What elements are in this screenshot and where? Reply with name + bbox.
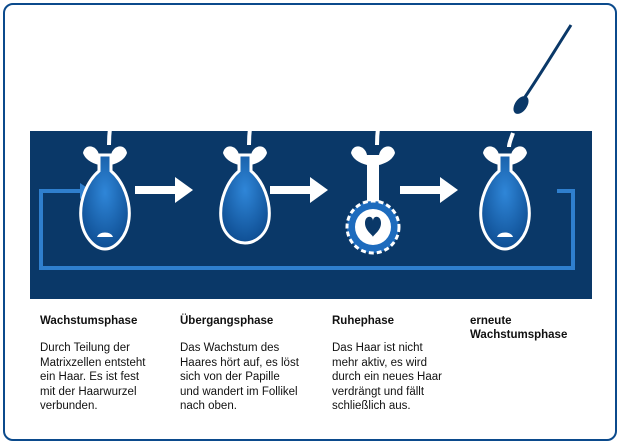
hair-follicle-transition — [219, 44, 277, 245]
arrow-1 — [135, 177, 193, 203]
phase-resting: Ruhephase Das Haar ist nicht mehr aktiv,… — [332, 314, 472, 414]
hair-follicle-new-growth — [479, 132, 531, 251]
phase-description: Durch Teilung der Matrixzellen entsteht … — [40, 342, 146, 412]
hair-cycle-illustration — [30, 24, 592, 299]
phase-description: Das Haar ist nicht mehr aktiv, es wird d… — [332, 342, 442, 412]
phase-title: Wachstumsphase — [40, 315, 138, 327]
cycle-loop — [39, 189, 575, 270]
phase-transition: Übergangsphase Das Wachstum des Haares h… — [180, 314, 320, 414]
phase-growth: Wachstumsphase Durch Teilung der Matrixz… — [40, 314, 180, 414]
phase-new-growth: erneute Wachstumsphase — [470, 314, 610, 355]
arrow-3 — [400, 177, 458, 203]
diagram-frame: Wachstumsphase Durch Teilung der Matrixz… — [3, 3, 617, 441]
hair-follicle-growth — [79, 44, 137, 251]
arrow-2 — [270, 177, 328, 203]
phase-title: Übergangsphase — [180, 315, 274, 327]
hair-follicle-resting — [345, 44, 405, 255]
shed-hair — [513, 24, 573, 114]
phase-title: Ruhephase — [332, 315, 394, 327]
phase-description: Das Wachstum des Haares hört auf, es lös… — [180, 342, 299, 412]
phase-title: erneute Wachstumsphase — [470, 315, 568, 341]
